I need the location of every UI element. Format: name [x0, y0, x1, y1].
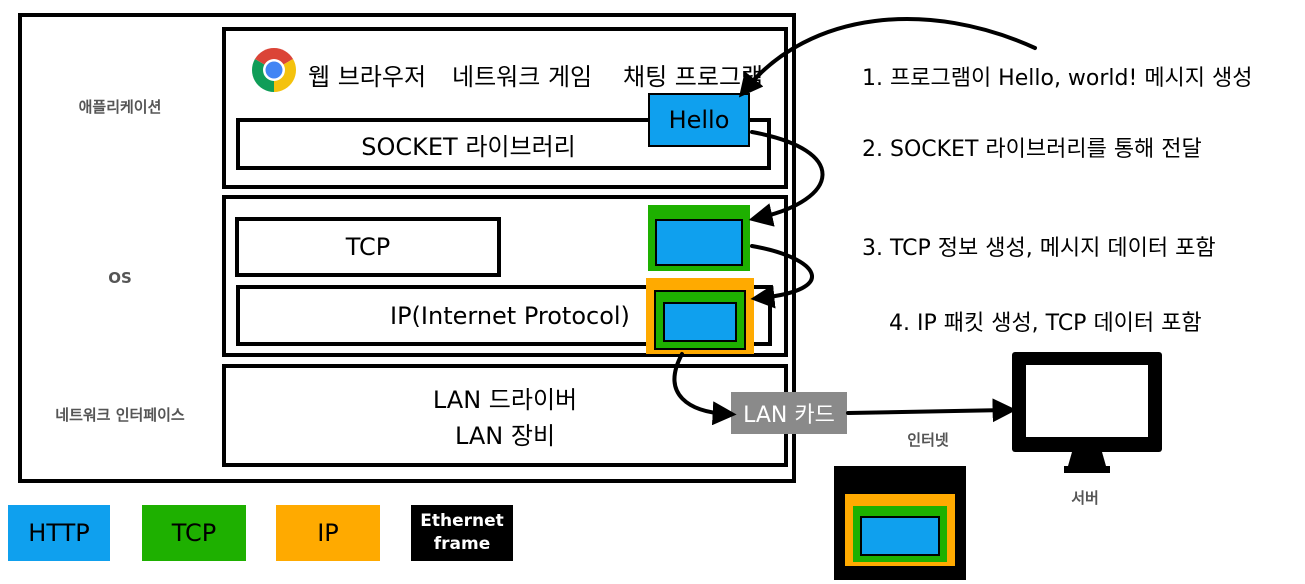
- internet-label: 인터넷: [907, 430, 949, 449]
- lan-driver-label: LAN 드라이버: [432, 385, 578, 414]
- legend-tcp: TCP: [142, 505, 246, 561]
- ethernet-frame: [834, 466, 966, 580]
- step-3: 3. TCP 정보 생성, 메시지 데이터 포함: [862, 236, 1216, 261]
- ethernet-frame-payload: [860, 516, 940, 556]
- step-1: 1. 프로그램이 Hello, world! 메시지 생성: [862, 66, 1253, 91]
- tcp-box: TCP: [235, 217, 501, 277]
- ethernet-frame-tcp: [853, 506, 947, 562]
- app-network-game: 네트워크 게임: [452, 63, 593, 91]
- lan-device-label: LAN 장비: [454, 421, 556, 450]
- legend-ethernet-frame: Ethernet frame: [411, 505, 513, 561]
- ip-packet-tcp: [654, 290, 746, 350]
- tcp-segment-payload: [655, 219, 743, 266]
- ip-packet-payload: [663, 302, 737, 342]
- layer-label-application: 애플리케이션: [78, 97, 162, 116]
- ip-packet: [646, 278, 754, 354]
- app-web-browser: 웹 브라우저: [308, 63, 427, 91]
- layer-label-os: OS: [108, 269, 132, 287]
- chrome-icon: [252, 48, 296, 92]
- lan-card: LAN 카드: [731, 392, 847, 434]
- step-4: 4. IP 패킷 생성, TCP 데이터 포함: [889, 311, 1202, 336]
- server-monitor-icon: [1012, 352, 1162, 473]
- hello-message: Hello: [648, 93, 750, 147]
- tcp-segment: [648, 205, 750, 271]
- legend-ip: IP: [276, 505, 380, 561]
- step-2: 2. SOCKET 라이브러리를 통해 전달: [862, 137, 1202, 162]
- legend-http: HTTP: [8, 505, 110, 561]
- ethernet-frame-ip: [845, 494, 955, 566]
- server-label: 서버: [1071, 488, 1099, 507]
- arrow-to-server: [846, 398, 1017, 423]
- layer-label-network-interface: 네트워크 인터페이스: [55, 405, 185, 424]
- app-chat-program: 채팅 프로그램: [623, 63, 764, 91]
